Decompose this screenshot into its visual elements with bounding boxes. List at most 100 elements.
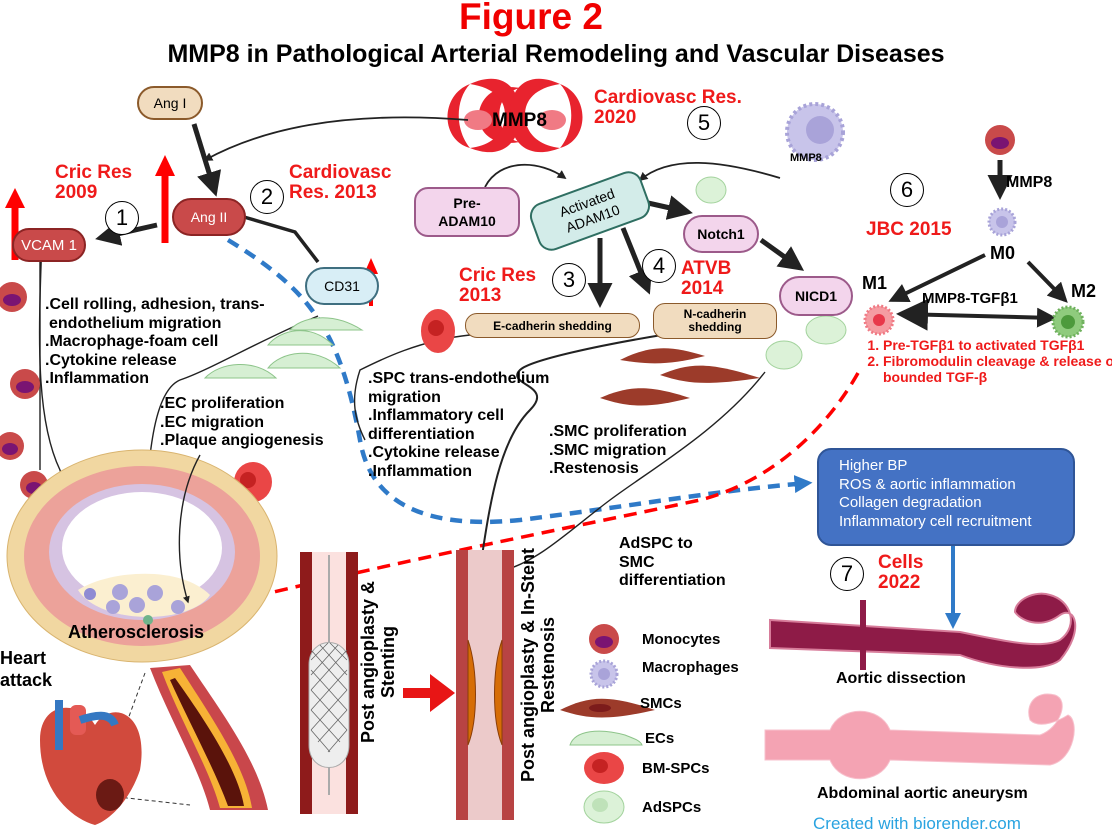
ref-citation-1: Cric Res 2009 bbox=[55, 162, 133, 203]
legend-bm-spc-icon bbox=[584, 752, 624, 784]
e-cadherin-shedding-node: E-cadherin shedding bbox=[465, 313, 640, 338]
ref-number-5: 5 bbox=[687, 106, 721, 140]
effect-item: .Inflammatory cell bbox=[368, 407, 505, 424]
effect-item: .EC migration bbox=[160, 413, 265, 431]
figure-title: MMP8 in Pathological Arterial Remodeling… bbox=[167, 40, 945, 68]
mmp8-arrow-label: MMP8 bbox=[1006, 174, 1053, 191]
effect-item: migration bbox=[368, 388, 441, 406]
notch1-label: Notch1 bbox=[697, 226, 745, 242]
mechanism-item: Pre-TGFβ1 to activated TGFβ1 bbox=[883, 337, 1112, 353]
m1-macrophage-icon bbox=[863, 304, 895, 336]
legend-macrophages-label: Macrophages bbox=[642, 659, 739, 676]
nicd1-node: NICD1 bbox=[779, 276, 853, 316]
legend-bm-spcs-label: BM-SPCs bbox=[642, 760, 710, 777]
aaa-label: Abdominal aortic aneurysm bbox=[817, 785, 1028, 802]
effect-item: .EC proliferation bbox=[160, 395, 285, 412]
legend-smc-icon bbox=[560, 698, 655, 718]
mechanism-item: Fibromodulin cleavage & release of bound… bbox=[883, 353, 1112, 385]
restenosis-vessel-illustration bbox=[456, 550, 514, 820]
legend-ec-icon bbox=[569, 730, 643, 746]
ref-citation-7: Cells 2022 bbox=[878, 552, 924, 593]
aortic-effect-item: ROS & aortic inflammation bbox=[839, 475, 1016, 493]
bm-spc-cell-icon bbox=[421, 309, 455, 353]
vcam1-node: VCAM 1 bbox=[12, 228, 86, 262]
aortic-effect-item: Collagen degradation bbox=[839, 494, 982, 511]
figure-label: Figure 2 bbox=[459, 0, 603, 37]
monocyte-icon bbox=[0, 125, 1015, 522]
aortic-effects-box: Higher BP ROS & aortic inflammation Coll… bbox=[817, 448, 1075, 546]
smc-cell-icon bbox=[600, 348, 760, 406]
biorender-credit: Created with biorender.com bbox=[813, 814, 1021, 833]
n-cadherin-shedding-node: N-cadherin shedding bbox=[653, 303, 777, 339]
ref-number-2: 2 bbox=[250, 180, 284, 214]
ec-effects-list: .EC proliferation .EC migration .Plaque … bbox=[160, 395, 324, 451]
heart-attack-label: Heart attack bbox=[0, 648, 53, 690]
progression-arrow-icon bbox=[403, 674, 455, 712]
ref-number-4: 4 bbox=[642, 249, 676, 283]
effect-item: .Cytokine release bbox=[45, 351, 177, 369]
effect-item: SMC bbox=[619, 553, 655, 571]
aaa-illustration bbox=[764, 693, 1075, 780]
macrophage-mmp8-label: MMP8 bbox=[790, 152, 822, 164]
ref-citation-3: Cric Res 2013 bbox=[459, 265, 537, 306]
effect-item: .Inflammation bbox=[368, 462, 473, 480]
stent-vessel-illustration bbox=[300, 552, 358, 814]
e-cadherin-label: E-cadherin shedding bbox=[493, 318, 612, 333]
vcam1-label: VCAM 1 bbox=[21, 236, 77, 254]
adspc-cell-icon bbox=[695, 176, 847, 370]
legend-smcs-label: SMCs bbox=[640, 695, 682, 712]
effect-item: .Restenosis bbox=[549, 460, 639, 477]
cd31-label: CD31 bbox=[324, 278, 360, 294]
tgf-mechanism-list: Pre-TGFβ1 to activated TGFβ1 Fibromoduli… bbox=[863, 337, 1112, 385]
ref-citation-6: JBC 2015 bbox=[866, 219, 952, 240]
legend-ecs-label: ECs bbox=[645, 730, 675, 747]
m1-label: M1 bbox=[862, 273, 888, 293]
activated-adam10-label: Activated ADAM10 bbox=[557, 185, 622, 236]
aortic-dissection-illustration bbox=[769, 592, 1077, 670]
ref-citation-5: Cardiovasc Res. 2020 bbox=[594, 87, 742, 128]
effect-item: .Cell rolling, adhesion, trans- bbox=[45, 296, 265, 313]
stenting-label: Post angioplasty & Stenting bbox=[358, 580, 398, 744]
notch1-node: Notch1 bbox=[683, 215, 759, 253]
legend-monocytes-label: Monocytes bbox=[642, 631, 721, 648]
cd31-node: CD31 bbox=[305, 267, 379, 305]
restenosis-label: Post angioplasty & In-Stent Restenosis bbox=[518, 547, 558, 783]
effect-item: differentiation bbox=[619, 572, 726, 589]
coronary-artery-illustration bbox=[150, 665, 268, 810]
effect-item: .Macrophage-foam cell bbox=[45, 333, 219, 350]
ref-number-3: 3 bbox=[552, 263, 586, 297]
m0-label: M0 bbox=[990, 243, 1016, 263]
effect-item: endothelium migration bbox=[49, 314, 222, 332]
spc-effects-list: .SPC trans-endothelium migration .Inflam… bbox=[368, 370, 549, 481]
legend-monocyte-icon bbox=[589, 624, 619, 654]
ref-number-1: 1 bbox=[105, 201, 139, 235]
macrophage-icon bbox=[785, 102, 1017, 237]
endothelial-cell-icon bbox=[203, 317, 364, 379]
smc-effects-list: .SMC proliferation .SMC migration .Reste… bbox=[549, 423, 687, 479]
mmp8-protein-icon bbox=[447, 78, 583, 153]
ang-ii-label: Ang II bbox=[190, 209, 228, 225]
n-cadherin-label: N-cadherin shedding bbox=[683, 307, 747, 334]
ref-number-7: 7 bbox=[830, 557, 864, 591]
legend-macrophage-icon bbox=[589, 659, 619, 689]
increase-arrow-icon bbox=[155, 155, 175, 243]
aortic-effect-item: Inflammatory cell recruitment bbox=[839, 512, 1032, 530]
effect-item: .Inflammation bbox=[45, 370, 150, 387]
effect-item: .SMC migration bbox=[549, 441, 667, 459]
aortic-dissection-label: Aortic dissection bbox=[836, 670, 966, 687]
atherosclerosis-label: Atherosclerosis bbox=[68, 622, 205, 642]
effect-item: .SPC trans-endothelium bbox=[368, 370, 550, 387]
ang-ii-node: Ang II bbox=[172, 198, 246, 236]
vcam-effects-list: .Cell rolling, adhesion, trans- endothel… bbox=[45, 296, 265, 389]
legend-adspc-icon bbox=[583, 790, 625, 824]
mmp8-label: MMP8 bbox=[492, 110, 547, 131]
ref-citation-2: Cardiovasc Res. 2013 bbox=[289, 162, 392, 203]
aortic-effect-item: Higher BP bbox=[839, 457, 908, 474]
effect-item: differentiation bbox=[368, 425, 475, 443]
effect-item: .SMC proliferation bbox=[549, 423, 687, 440]
ref-citation-4: ATVB 2014 bbox=[681, 258, 732, 299]
effect-item: .Cytokine release bbox=[368, 444, 500, 461]
heart-icon bbox=[40, 700, 142, 825]
m2-macrophage-icon bbox=[1051, 305, 1085, 339]
